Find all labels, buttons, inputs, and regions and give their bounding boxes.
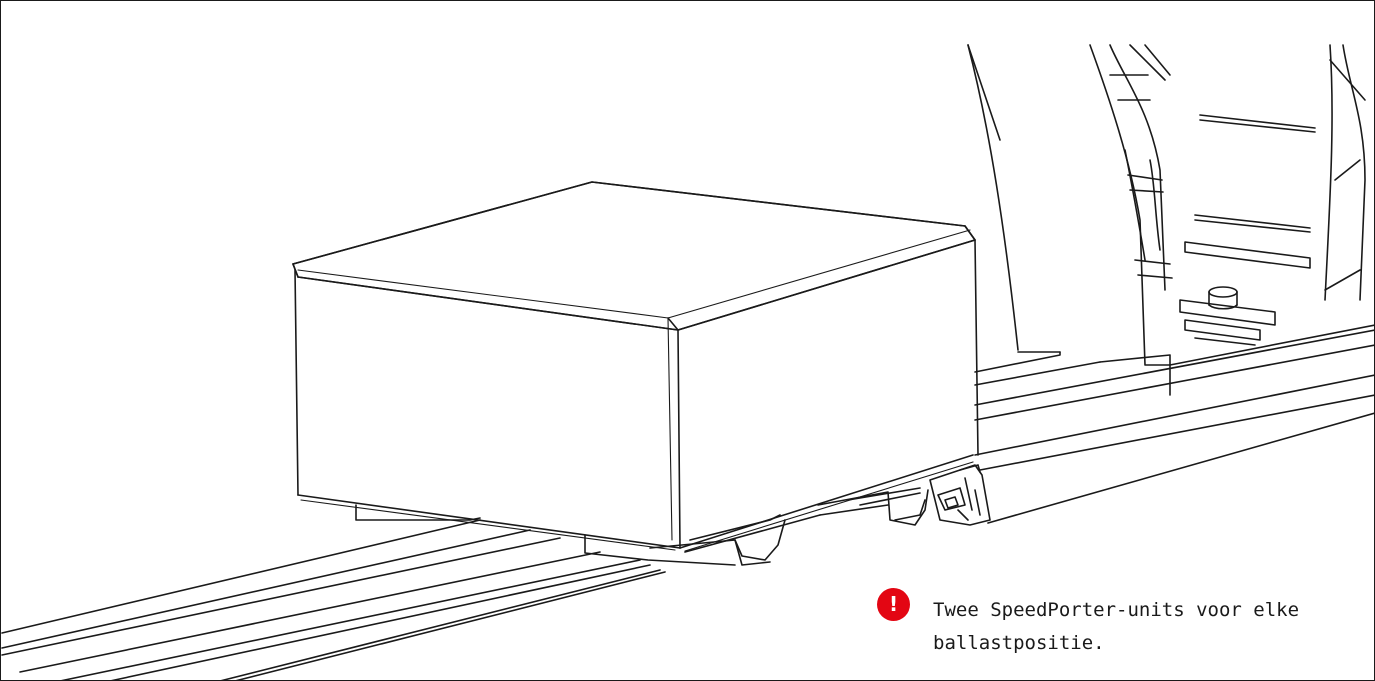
box-feet (355, 464, 991, 566)
ballast-box (292, 181, 979, 552)
note-text: Twee SpeedPorter-units voor elke ballast… (933, 599, 1300, 654)
mounting-rails (1, 519, 666, 681)
frame-uprights (967, 44, 1366, 366)
warning-note: ! Twee SpeedPorter-units voor elke balla… (877, 588, 1347, 668)
base-profile-rail (974, 324, 1375, 524)
exclamation-icon: ! (877, 588, 910, 621)
